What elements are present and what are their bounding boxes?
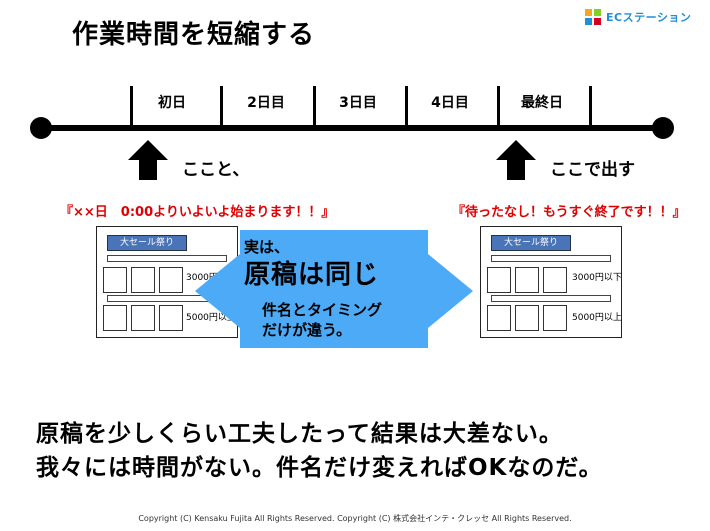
timeline-tick [589, 86, 592, 128]
flyer-item [487, 305, 511, 331]
timeline-end-dot [652, 117, 674, 139]
timeline-tick [313, 86, 316, 128]
footer-copyright: Copyright (C) Kensaku Fujita All Rights … [138, 514, 572, 523]
center-line-4: だけが違う。 [262, 321, 352, 339]
flyer-item [103, 305, 127, 331]
bottom-line-2: 我々には時間がない。件名だけ変えればOKなのだ。 [36, 455, 603, 481]
price-lower-left: 5000円以上 [186, 313, 236, 323]
flyer-item [159, 305, 183, 331]
timeline-tick [220, 86, 223, 128]
flyer-item [543, 267, 567, 293]
price-upper-right: 3000円以下 [572, 273, 622, 283]
timeline-tick [405, 86, 408, 128]
flyer-header: 大セール祭り [491, 235, 571, 251]
flyer-right: 大セール祭り [480, 226, 622, 338]
flyer-item [159, 267, 183, 293]
timeline-line [40, 125, 664, 131]
bottom-line-1: 原稿を少しくらい工夫したって結果は大差ない。 [36, 421, 563, 447]
center-headline: 原稿は同じ [244, 260, 380, 290]
flyer-item [131, 305, 155, 331]
flyer-bar [491, 255, 611, 262]
center-panel [240, 230, 428, 348]
flyer-header: 大セール祭り [107, 235, 187, 251]
timeline-tick [130, 86, 133, 128]
logo-text: ECステーション [606, 11, 692, 24]
page-title: 作業時間を短縮する [72, 20, 316, 50]
note-right: ここで出す [550, 160, 635, 180]
center-line-1: 実は、 [244, 238, 290, 256]
price-lower-right: 5000円以上 [572, 313, 622, 323]
note-left: ここと、 [182, 160, 250, 180]
up-arrow-icon [496, 140, 536, 180]
center-line-3: 件名とタイミング [262, 301, 383, 319]
flyer-item [515, 305, 539, 331]
quote-left: 『××日 0:00よりいよいよ始まります！！』 [60, 205, 335, 220]
up-arrow-icon [128, 140, 168, 180]
timeline-tick [497, 86, 500, 128]
center-caption: 件名とタイミング だけが違う。 [262, 300, 382, 340]
flyer-item [515, 267, 539, 293]
timeline-day-3: 3日目 [339, 95, 377, 111]
brand-logo: ECステーション [584, 6, 691, 28]
logo-mark-icon [585, 9, 601, 25]
quote-right: 『待ったなし！もうすぐ終了です！！』 [452, 205, 686, 220]
flyer-item [103, 267, 127, 293]
flyer-bar [107, 255, 227, 262]
flyer-item [131, 267, 155, 293]
flyer-item [487, 267, 511, 293]
timeline-day-5: 最終日 [521, 95, 563, 111]
flyer-left: 大セール祭り [96, 226, 238, 338]
timeline-day-1: 初日 [158, 95, 186, 111]
flyer-bar [491, 295, 611, 302]
timeline-start-dot [30, 117, 52, 139]
timeline-day-4: 4日目 [431, 95, 469, 111]
flyer-item [543, 305, 567, 331]
timeline-day-2: 2日目 [247, 95, 285, 111]
